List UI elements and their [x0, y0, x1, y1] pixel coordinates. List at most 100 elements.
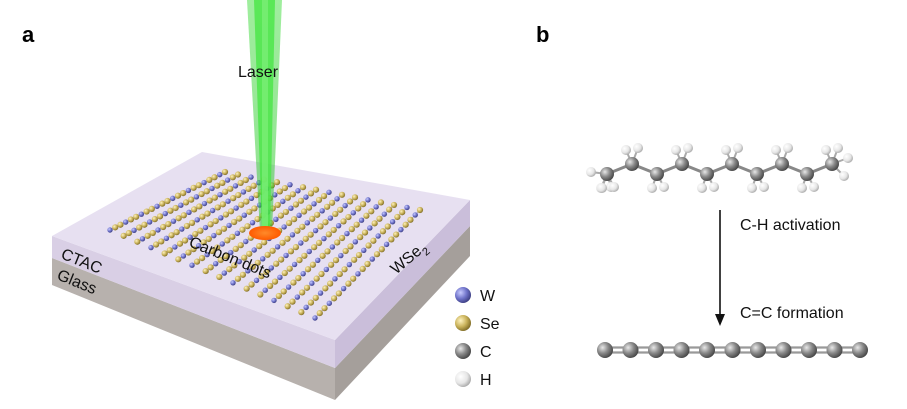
se-atom [227, 185, 234, 192]
w-atom [355, 271, 361, 277]
w-atom [304, 220, 311, 226]
se-atom [224, 237, 231, 244]
se-atom [281, 184, 289, 192]
w-atom [217, 171, 223, 178]
se-atom [311, 244, 318, 251]
se-atom [338, 191, 346, 198]
reaction-arrow [715, 210, 725, 326]
h-atom [597, 183, 607, 193]
se-atom [332, 210, 339, 218]
se-atom [393, 231, 400, 238]
se-atom [292, 244, 300, 251]
se-atom [328, 199, 336, 206]
se-atom [174, 192, 182, 199]
w-atom [155, 227, 161, 233]
se-atom [182, 199, 190, 206]
se-atom [289, 298, 296, 305]
w-atom [319, 208, 325, 214]
se-atom [193, 258, 201, 265]
legend: W Se C H [455, 287, 500, 389]
se-atom [263, 268, 270, 276]
panel-a-letter: a [22, 22, 35, 47]
se-atom [206, 197, 213, 204]
se-atom [303, 284, 311, 291]
se-atom [197, 227, 204, 234]
w-atom [327, 215, 334, 221]
w-atom [193, 194, 200, 200]
se-atom [183, 222, 191, 230]
se-atom [207, 221, 214, 228]
se-atom [141, 221, 148, 228]
chain-c-atom [801, 342, 817, 358]
se-atom [295, 275, 302, 282]
w-atom [311, 201, 317, 207]
c-atom [825, 157, 839, 171]
panel-b-letter: b [536, 22, 549, 47]
se-atom [149, 229, 156, 237]
se-atom [275, 292, 282, 300]
w-atom [224, 177, 231, 183]
w-atom [163, 235, 170, 242]
se-atom [300, 208, 308, 215]
cc-formation-label: C=C formation [740, 305, 844, 322]
se-atom [204, 210, 211, 217]
se-atom [282, 208, 290, 216]
w-atom [365, 197, 371, 203]
c-atom [750, 167, 764, 181]
se-atom [153, 241, 160, 248]
h-atom [797, 183, 807, 193]
se-atom [345, 213, 352, 221]
w-atom [352, 239, 359, 245]
se-atom [241, 254, 248, 261]
c-atom [800, 167, 814, 181]
se-atom [312, 186, 320, 193]
w-atom [170, 218, 177, 224]
se-atom [335, 290, 342, 297]
se-atom [336, 270, 343, 278]
w-atom [251, 247, 257, 253]
w-atom [389, 219, 396, 225]
se-atom [341, 266, 348, 273]
laser-beam [247, 0, 282, 232]
w-atom [162, 210, 168, 217]
se-atom [202, 267, 209, 275]
w-atom [225, 198, 231, 204]
se-atom [160, 223, 167, 231]
w-atom [170, 195, 176, 202]
se-atom [273, 260, 280, 267]
w-atom [404, 204, 410, 211]
se-atom [148, 205, 155, 213]
se-atom [319, 252, 326, 259]
se-atom [347, 243, 354, 250]
h-atom [609, 182, 619, 192]
se-atom [370, 237, 377, 244]
c-atom [675, 157, 689, 171]
se-atom [166, 247, 173, 254]
w-atom [321, 235, 327, 242]
se-atom [216, 273, 223, 281]
w-atom [146, 219, 153, 225]
w-atom [195, 243, 202, 249]
se-atom [136, 224, 143, 231]
w-atom [300, 270, 306, 277]
se-atom [364, 260, 371, 268]
h-atom [747, 183, 757, 193]
se-atom [243, 198, 250, 205]
h-atom [833, 143, 843, 153]
w-atom [243, 238, 249, 245]
se-atom [203, 188, 210, 195]
se-atom [281, 269, 288, 277]
h-atom [843, 153, 853, 163]
chain-c-atom [724, 342, 741, 358]
se-atom [307, 231, 314, 238]
se-atom [211, 194, 218, 201]
se-atom [301, 252, 308, 259]
h-atom [783, 143, 793, 153]
w-atom [194, 217, 200, 223]
w-atom [288, 205, 294, 211]
se-atom [222, 253, 229, 260]
w-atom [306, 248, 312, 255]
se-atom [229, 174, 236, 181]
se-atom [402, 221, 409, 228]
